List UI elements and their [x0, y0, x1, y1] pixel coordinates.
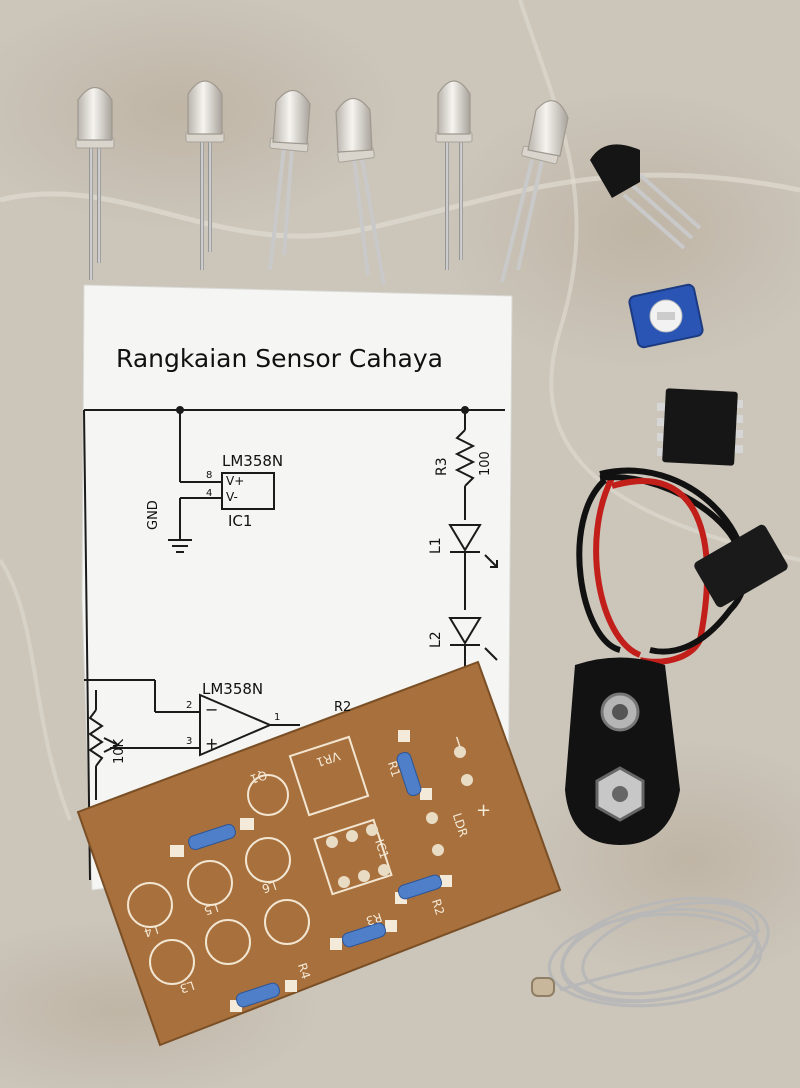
schematic-title: Rangkaian Sensor Cahaya [116, 344, 443, 373]
pcb-board [76, 660, 562, 1047]
l1-label: L1 [428, 537, 444, 554]
pin-3: 3 [186, 736, 193, 747]
dip8-chip [657, 388, 743, 466]
schematic-r2-partial: R2 [334, 700, 352, 715]
led-3 [268, 89, 311, 271]
gnd-label: GND [146, 500, 161, 530]
pcb-resistors [188, 751, 443, 1008]
battery-clip [565, 467, 788, 845]
led-2 [185, 80, 225, 270]
ic1-label: IC1 [228, 512, 253, 530]
pin-vplus: V+ [226, 474, 245, 488]
pin-1: 1 [274, 712, 281, 723]
led-4 [335, 97, 386, 286]
pin-4: 4 [206, 488, 213, 499]
ic-top-label: LM358N [222, 452, 284, 470]
pcb-plus: + [476, 800, 492, 821]
pot-value: 10K [112, 738, 127, 764]
r3-value: 100 [478, 451, 493, 476]
ic-bottom-label: LM358N [202, 680, 264, 698]
pin-2: 2 [186, 700, 193, 711]
led-5 [435, 80, 473, 270]
opamp-plus: + [205, 734, 219, 753]
l2-label: L2 [428, 631, 444, 648]
r3-label: R3 [434, 457, 450, 476]
transistor [590, 144, 702, 250]
opamp-minus: − [205, 700, 219, 719]
led-1 [75, 86, 115, 280]
pin-vminus: V- [226, 490, 238, 504]
led-6 [500, 100, 569, 283]
tile-vein [0, 558, 72, 821]
trimmer-pot [628, 283, 704, 349]
pin-8: 8 [206, 470, 213, 481]
wire-coil-ldr [531, 896, 770, 1008]
